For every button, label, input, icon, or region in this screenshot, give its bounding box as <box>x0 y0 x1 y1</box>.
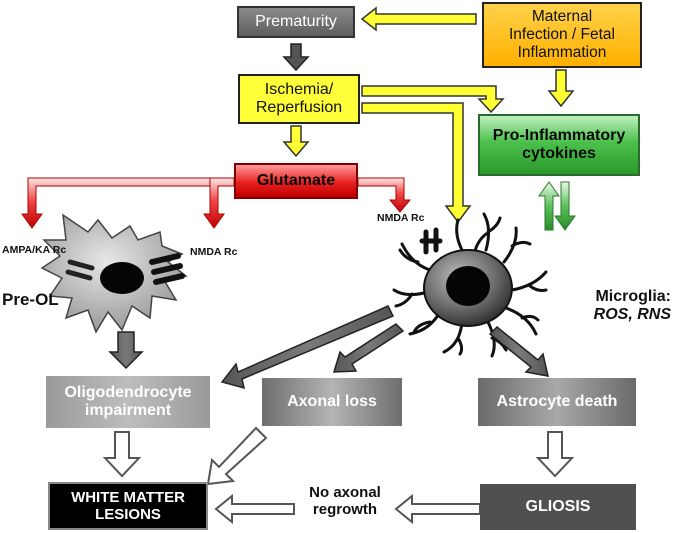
cytokines-line1: Pro-Inflammatory <box>492 126 626 144</box>
arrow-oligo-wml <box>102 431 142 478</box>
no-regrowth-line1: No axonal <box>309 484 381 501</box>
prematurity-label: Prematurity <box>255 12 337 30</box>
arrow-microglia-cytokines <box>538 181 560 231</box>
no-regrowth-line2: regrowth <box>312 501 378 519</box>
microglia-title: Microglia: <box>595 288 671 305</box>
cytokines-line2: cytokines <box>522 145 596 162</box>
arrow-cytokines-microglia <box>554 181 576 231</box>
oligodendrocyte-box: Oligodendrocyte impairment <box>46 376 210 428</box>
nmda-right-label: NMDA Rc <box>377 212 425 224</box>
ampa-ka-label: AMPA/KA Rc <box>2 244 67 256</box>
arrow-microglia-axonal <box>332 323 405 373</box>
ischemia-line1: Ischemia/ <box>264 80 334 98</box>
axonal-loss-label: Axonal loss <box>287 392 377 410</box>
arrow-ischemia-microglia <box>361 102 472 224</box>
maternal-line2: Infection / Fetal <box>509 26 615 44</box>
arrow-microglia-astrocyte <box>488 325 549 377</box>
oligo-line2: impairment <box>84 402 172 419</box>
arrow-axonal-wml <box>206 426 268 486</box>
arrow-prematurity-ischemia <box>282 43 310 72</box>
arrow-ischemia-cytokines <box>361 85 505 114</box>
arrow-maternal-prematurity <box>360 6 477 32</box>
maternal-infection-box: Maternal Infection / Fetal Inflammation <box>482 2 642 68</box>
microglia-subtitle: ROS, RNS <box>593 306 671 323</box>
nmda-receptor-left-icon <box>149 253 185 285</box>
prematurity-box: Prematurity <box>237 6 355 38</box>
astrocyte-death-label: Astrocyte death <box>496 392 618 410</box>
glutamate-branches <box>21 177 412 229</box>
pre-ol-nucleus <box>100 262 144 294</box>
no-axonal-regrowth-text: No axonal regrowth <box>290 484 400 519</box>
cytokines-box: Pro-Inflammatory cytokines <box>478 114 640 176</box>
arrow-gliosis-regrowth <box>394 493 481 525</box>
ischemia-box: Ischemia/ Reperfusion <box>238 74 360 124</box>
glutamate-label: Glutamate <box>256 171 336 189</box>
arrow-preol-oligo <box>108 331 144 370</box>
maternal-line3: Inflammation <box>517 43 607 61</box>
white-matter-lesions-box: WHITE MATTER LESIONS <box>48 482 208 530</box>
microglia-nucleus <box>446 266 490 306</box>
maternal-line1: Maternal <box>531 8 593 26</box>
ischemia-line2: Reperfusion <box>255 99 343 116</box>
arrow-microglia-oligo <box>220 305 395 390</box>
pre-ol-label: Pre-OL <box>2 290 59 309</box>
gliosis-label: GLIOSIS <box>525 497 591 515</box>
oligo-line1: Oligodendrocyte <box>64 383 192 401</box>
arrow-maternal-cytokines <box>547 69 575 108</box>
nmda-left-label: NMDA Rc <box>190 246 238 258</box>
arrow-astrocyte-gliosis <box>535 431 575 478</box>
glutamate-box: Glutamate <box>234 163 358 199</box>
arrow-regrowth-wml <box>214 493 295 525</box>
astrocyte-death-box: Astrocyte death <box>478 378 636 426</box>
nmda-receptor-right-icon <box>419 227 443 255</box>
gliosis-box: GLIOSIS <box>480 484 636 530</box>
wml-line2: LESIONS <box>95 506 161 523</box>
axonal-loss-box: Axonal loss <box>262 378 402 426</box>
ampa-receptor-icon <box>65 259 95 281</box>
microglia-processes <box>392 212 548 358</box>
arrow-ischemia-glutamate <box>282 125 310 158</box>
wml-line1: WHITE MATTER <box>71 488 185 506</box>
